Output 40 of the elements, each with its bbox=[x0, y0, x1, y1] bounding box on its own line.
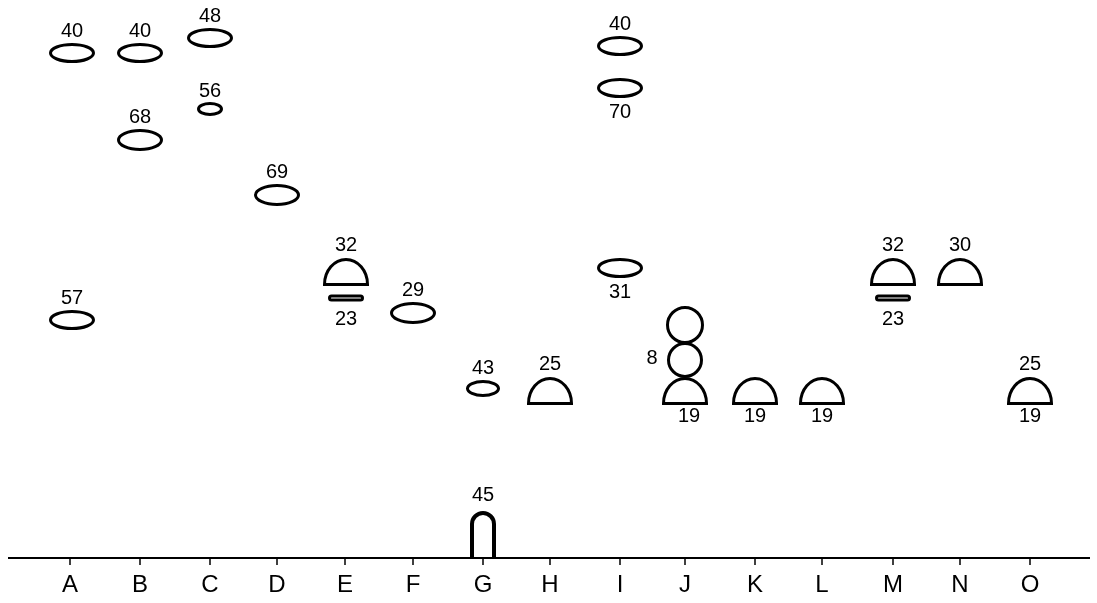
number-label: 32 bbox=[334, 234, 358, 254]
number-label: 25 bbox=[538, 353, 562, 373]
number-label: 19 bbox=[677, 405, 701, 425]
axis-label: E bbox=[337, 572, 353, 596]
number-label: 40 bbox=[60, 20, 84, 40]
number-label: 32 bbox=[881, 234, 905, 254]
number-label: 68 bbox=[128, 106, 152, 126]
number-label: 69 bbox=[265, 161, 289, 181]
number-label: 19 bbox=[1018, 405, 1042, 425]
number-label: 57 bbox=[60, 287, 84, 307]
number-label: 45 bbox=[471, 484, 495, 504]
number-label: 19 bbox=[810, 405, 834, 425]
axis-label: B bbox=[132, 572, 148, 596]
number-label: 29 bbox=[401, 279, 425, 299]
number-label: 8 bbox=[646, 347, 658, 367]
axis-label: L bbox=[815, 572, 829, 596]
axis-label: G bbox=[473, 572, 493, 596]
number-label: 40 bbox=[128, 20, 152, 40]
number-label: 30 bbox=[948, 234, 972, 254]
axis-label: O bbox=[1020, 572, 1040, 596]
axis-label: K bbox=[747, 572, 763, 596]
axis-label: N bbox=[951, 572, 969, 596]
axis-label: C bbox=[201, 572, 219, 596]
axis-label: H bbox=[541, 572, 559, 596]
number-label: 23 bbox=[881, 308, 905, 328]
number-label: 70 bbox=[608, 101, 632, 121]
number-label: 19 bbox=[743, 405, 767, 425]
axis-label: J bbox=[679, 572, 691, 596]
number-label: 40 bbox=[608, 13, 632, 33]
axis-label: I bbox=[616, 572, 624, 596]
number-label: 48 bbox=[198, 5, 222, 25]
axis-label: M bbox=[883, 572, 903, 596]
number-label: 43 bbox=[471, 357, 495, 377]
axis-label: D bbox=[268, 572, 286, 596]
axis-label: F bbox=[405, 572, 421, 596]
number-label: 23 bbox=[334, 308, 358, 328]
axis-label: A bbox=[62, 572, 78, 596]
number-label: 25 bbox=[1018, 353, 1042, 373]
number-label: 31 bbox=[608, 281, 632, 301]
number-label: 56 bbox=[198, 80, 222, 100]
